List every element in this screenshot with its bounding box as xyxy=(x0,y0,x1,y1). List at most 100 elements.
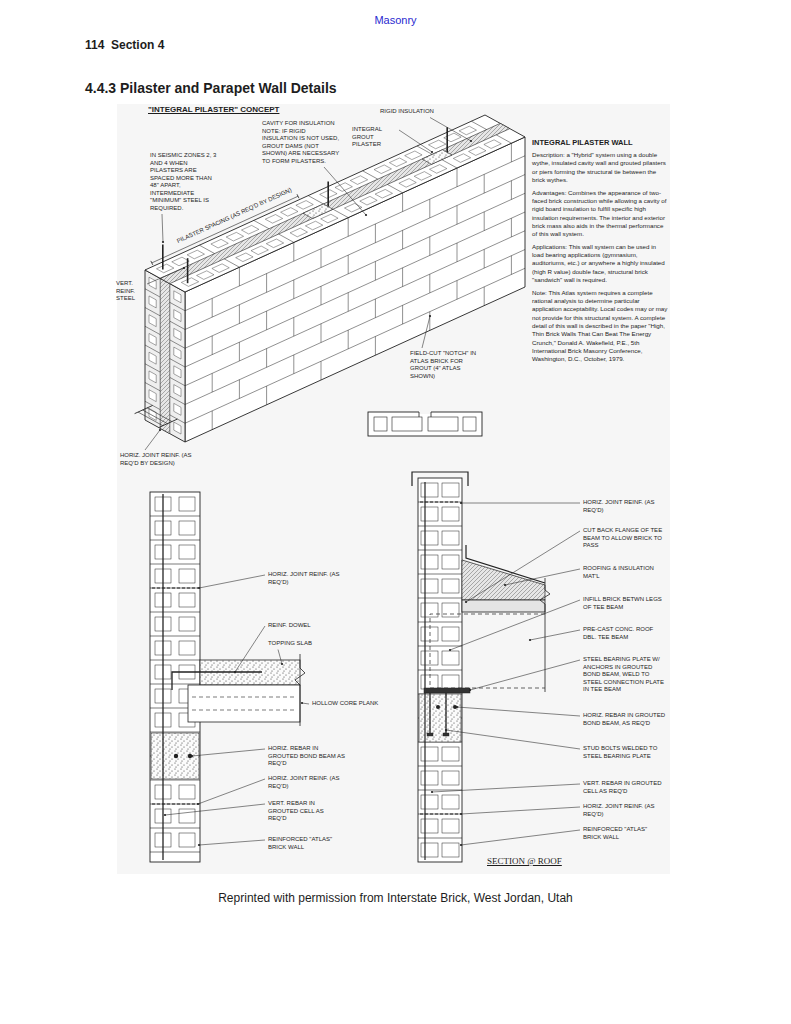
leader-dot xyxy=(183,267,185,269)
joint-reinforcement xyxy=(159,419,177,427)
vertical-rebar xyxy=(446,127,448,152)
head-joint xyxy=(457,168,458,187)
brick-core xyxy=(442,603,459,617)
brick-core xyxy=(179,545,195,559)
callout: VERT. REINF. STEEL xyxy=(116,280,144,303)
leader-dot xyxy=(460,502,462,504)
end-bed-joint xyxy=(170,321,185,329)
plank-core xyxy=(192,697,297,698)
break-line xyxy=(540,578,550,692)
notch-gap xyxy=(419,410,431,414)
column-heading: INTEGRAL PILASTER WALL xyxy=(532,138,668,148)
joint-reinforcement xyxy=(420,813,460,814)
top-core xyxy=(350,176,367,185)
top-core xyxy=(321,214,338,223)
leader-dot xyxy=(431,791,433,793)
end-bed-joint xyxy=(170,302,185,310)
vertical-rebar xyxy=(162,245,164,270)
head-joint xyxy=(212,336,213,355)
top-head-joint xyxy=(363,171,378,179)
leader-line xyxy=(278,650,282,665)
bed-joint xyxy=(150,636,200,637)
stud-bolt xyxy=(445,693,446,735)
top-core xyxy=(290,228,307,237)
horizontal-rebar xyxy=(436,705,440,709)
leader-line xyxy=(470,660,580,690)
leader-line xyxy=(461,830,580,845)
brick-core xyxy=(442,531,459,545)
brick-core xyxy=(421,555,438,569)
head-joint xyxy=(266,349,267,368)
brick-core xyxy=(463,417,476,431)
end-core xyxy=(149,390,156,402)
head-joint xyxy=(457,243,458,262)
head-joint xyxy=(511,181,512,200)
head-joint xyxy=(266,311,267,330)
top-core xyxy=(469,147,486,156)
body-paragraph: Applications: This wall system can be us… xyxy=(532,243,668,285)
dimension-tick xyxy=(151,261,153,265)
head-joint xyxy=(402,268,403,287)
callout: HORIZ. JOINT REINF. (AS REQ'D BY DESIGN) xyxy=(120,452,200,467)
leader-dot xyxy=(449,649,451,651)
end-core xyxy=(149,315,156,327)
callout: HORIZ. JOINT REINF. (AS REQ'D) xyxy=(583,499,667,514)
brick-core xyxy=(179,833,195,847)
brick-core xyxy=(374,417,387,431)
callout: INFILL BRICK BETWN LEGS OF TEE BEAM xyxy=(583,596,667,611)
leader-line xyxy=(430,118,471,142)
head-joint xyxy=(293,355,294,374)
brick-core xyxy=(442,507,459,521)
head-joint xyxy=(321,361,322,380)
roof-section xyxy=(412,472,550,862)
break-line xyxy=(295,654,305,726)
head-joint xyxy=(321,324,322,343)
end-core xyxy=(149,296,156,308)
leader-dot xyxy=(281,663,283,665)
head-joint xyxy=(266,386,267,405)
brick-core xyxy=(392,417,422,431)
floor-section xyxy=(150,492,305,862)
description-column: INTEGRAL PILASTER WALLDescription: a "Hy… xyxy=(532,138,668,368)
wall-top-face xyxy=(145,115,525,292)
top-core xyxy=(212,264,229,273)
brick-core xyxy=(421,603,438,617)
head-joint xyxy=(348,255,349,274)
brick-core xyxy=(421,483,438,497)
leader-dot xyxy=(234,671,236,673)
leader-dot xyxy=(197,803,199,805)
end-core xyxy=(149,277,156,289)
callout: STUD BOLTS WELDED TO STEEL BEARING PLATE xyxy=(583,745,667,760)
figure-title: "INTEGRAL PILASTER" CONCEPT xyxy=(148,105,279,115)
head-joint xyxy=(402,305,403,324)
top-core xyxy=(241,225,258,234)
head-joint xyxy=(511,218,512,237)
brick-core xyxy=(179,593,195,607)
callout: HORIZ. REBAR IN GROUTED BOND BEAM AS REQ… xyxy=(268,745,348,768)
wall-end-face xyxy=(145,270,185,442)
end-core xyxy=(174,328,181,340)
top-core xyxy=(405,151,422,160)
figure-ground xyxy=(117,104,670,874)
brick-core xyxy=(421,819,438,833)
joint-reinforcement-rung xyxy=(138,412,163,426)
head-joint xyxy=(212,298,213,317)
leader-dot xyxy=(198,844,200,846)
top-core xyxy=(335,183,352,192)
head-joint xyxy=(402,193,403,212)
leader-dot xyxy=(159,429,161,431)
brick-core xyxy=(442,771,459,785)
body-paragraph: Advantages: Combines the appearance of t… xyxy=(532,189,668,239)
head-joint xyxy=(484,212,485,231)
leader-lines xyxy=(145,118,580,847)
head-joint xyxy=(239,267,240,286)
bed-joint xyxy=(185,212,525,367)
callout: IN SEISMIC ZONES 2, 3 AND 4 WHEN PILASTE… xyxy=(150,152,222,212)
bed-joint xyxy=(150,828,200,829)
bed-joint xyxy=(150,660,200,661)
end-insulation xyxy=(160,278,170,433)
top-core xyxy=(236,253,253,262)
end-bed-joint xyxy=(145,383,160,391)
